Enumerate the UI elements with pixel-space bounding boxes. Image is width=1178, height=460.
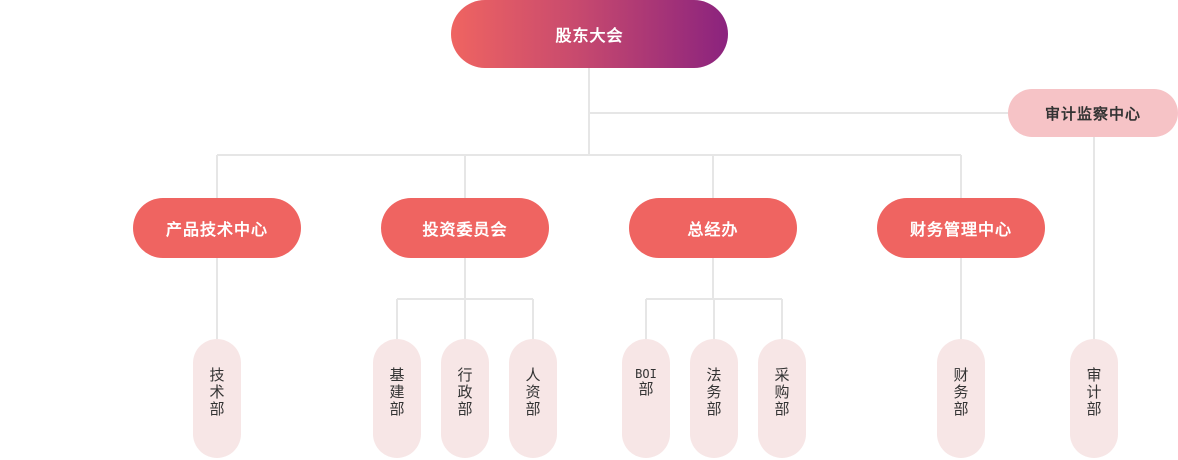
- product-tech-center-node: 产品技术中心: [133, 198, 301, 258]
- finance-center-label: 财务管理中心: [909, 220, 1012, 239]
- investment-committee-node: 投资委员会: [381, 198, 549, 258]
- legal-dept-node: 法务部: [690, 339, 738, 458]
- tech-dept-label: 技术部: [209, 366, 225, 418]
- hr-dept-node: 人资部: [509, 339, 557, 458]
- general-office-node: 总经办: [629, 198, 797, 258]
- admin-dept-label: 行政部: [457, 366, 473, 418]
- procurement-dept-node: 采购部: [758, 339, 806, 458]
- shareholders-meeting-label: 股东大会: [555, 26, 624, 45]
- finance-center-node: 财务管理中心: [877, 198, 1045, 258]
- investment-committee-label: 投资委员会: [422, 220, 508, 239]
- product-tech-center-label: 产品技术中心: [165, 220, 268, 239]
- general-office-label: 总经办: [687, 220, 739, 239]
- shareholders-meeting-node: 股东大会: [451, 0, 728, 68]
- finance-dept-label: 财务部: [953, 366, 969, 418]
- hr-dept-label: 人资部: [525, 366, 541, 418]
- infrastructure-dept-node: 基建部: [373, 339, 421, 458]
- audit-supervision-node: 审计监察中心: [1008, 89, 1178, 137]
- admin-dept-node: 行政部: [441, 339, 489, 458]
- infrastructure-dept-label: 基建部: [389, 366, 405, 418]
- audit-dept-node: 审计部: [1070, 339, 1118, 458]
- finance-dept-node: 财务部: [937, 339, 985, 458]
- tech-dept-node: 技术部: [193, 339, 241, 458]
- audit-dept-label: 审计部: [1086, 366, 1102, 418]
- procurement-dept-label: 采购部: [774, 366, 790, 418]
- audit-supervision-label: 审计监察中心: [1044, 104, 1141, 123]
- legal-dept-label: 法务部: [706, 366, 722, 418]
